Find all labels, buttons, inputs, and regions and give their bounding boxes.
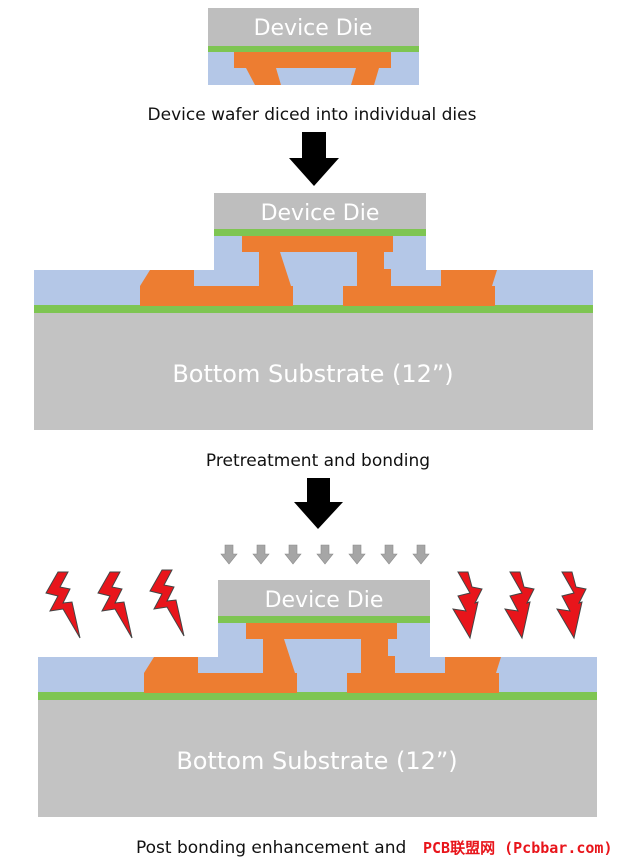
substrate-dielectric [34,270,593,307]
down-arrow-icon [289,132,339,186]
energy-bolts-left [45,569,185,639]
substrate-dielectric [38,657,597,694]
substrate-bond-layer [34,305,593,313]
copper-interconnect [144,623,499,693]
small-down-arrow-icon [380,544,398,565]
bond-layer [208,46,419,52]
device-die-body [218,580,430,616]
stage-1-caption: Device wafer diced into individual dies [148,105,477,125]
pressure-arrows [220,544,430,565]
copper-interconnect [140,236,495,306]
device-die-body [214,193,426,229]
device-die-label: Device Die [265,588,384,613]
lightning-bolt-icon [452,571,483,640]
stage-2-bonding: Device Die Bottom Substrate (12”) Pretre… [34,193,593,471]
energy-bolts-right [452,571,587,640]
bottom-substrate-label: Bottom Substrate (12”) [172,360,453,388]
copper-pad-right [441,270,497,286]
small-down-arrow-icon [252,544,270,565]
lightning-bolt-icon [504,571,535,640]
bottom-substrate [34,313,593,430]
copper-pad-right [445,657,501,673]
device-die-label: Device Die [261,201,380,226]
lightning-bolt-icon [97,571,133,639]
lightning-bolt-icon [149,569,185,637]
device-die-label: Device Die [254,16,373,41]
watermark: PCB联盟网 (Pcbbar.com) [423,839,613,857]
stage-1-diced-die: Device Die Device wafer diced into indiv… [148,8,477,125]
copper-pads [234,52,391,85]
die-bond-layer [218,616,430,623]
substrate-bond-layer [38,692,597,700]
small-down-arrow-icon [284,544,302,565]
small-down-arrow-icon [220,544,238,565]
small-down-arrow-icon [348,544,366,565]
stage-3-post-bond-enhancement: Device Die Bottom Substrate (12”) Post b… [38,544,613,858]
device-die-body [208,8,419,49]
stage-2-caption: Pretreatment and bonding [206,451,430,471]
bottom-substrate-label: Bottom Substrate (12”) [176,747,457,775]
bottom-substrate [38,700,597,817]
down-arrow-icon [294,478,343,529]
small-down-arrow-icon [316,544,334,565]
small-down-arrow-icon [412,544,430,565]
lightning-bolt-icon [556,571,587,640]
lightning-bolt-icon [45,571,81,639]
stage-3-caption: Post bonding enhancement and [136,838,406,858]
die-bond-layer [214,229,426,236]
